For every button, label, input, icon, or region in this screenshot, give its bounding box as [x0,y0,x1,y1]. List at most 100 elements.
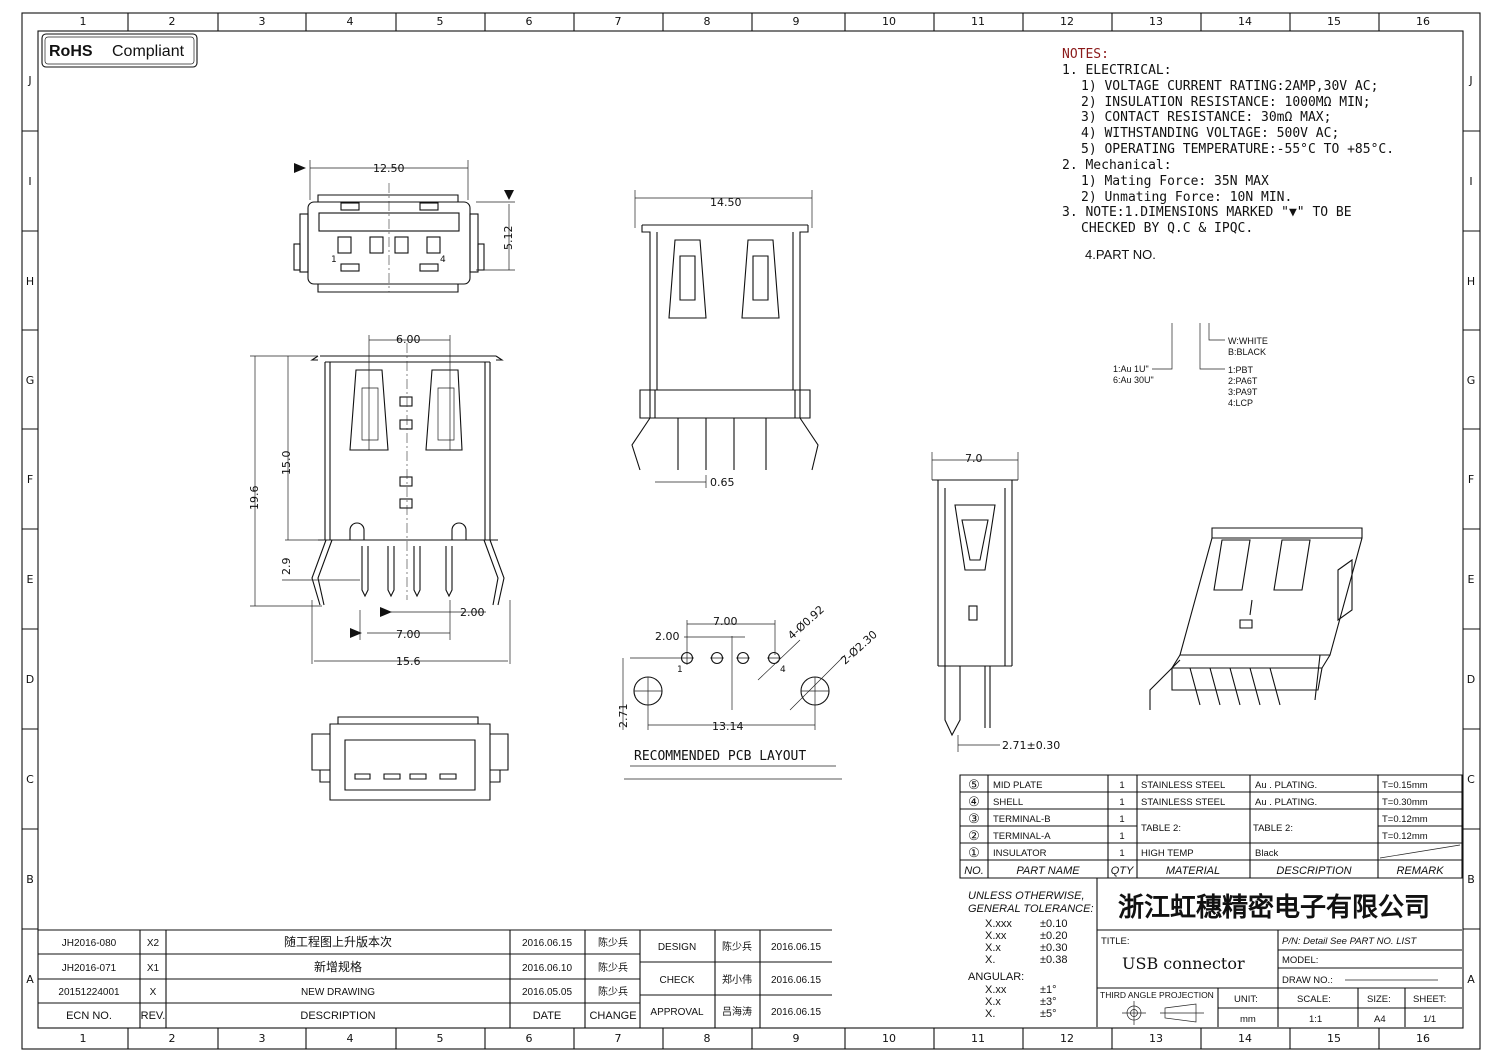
bom-header: MATERIAL [1166,865,1220,877]
tolerance-format: X. [985,954,995,966]
revision-date: 2016.06.15 [522,938,572,949]
dim-width: 7.0 [965,452,983,465]
pin-label: 4 [440,255,446,265]
tolerance-heading: GENERAL TOLERANCE: [968,903,1094,915]
material-option: 2:PA6T [1228,376,1258,386]
zone-column-label: 10 [882,1032,896,1045]
zone-grid: 1122334455667788991010111112121313141415… [22,13,1480,1049]
note-line: 1. ELECTRICAL: [1062,63,1172,78]
note-line: 3. NOTE:1.DIMENSIONS MARKED "▼" TO BE [1062,205,1352,220]
bom-item-number: ① [968,845,980,860]
note-line: CHECKED BY Q.C & IPQC. [1081,221,1253,236]
table-line [38,929,832,1004]
scale-label: SCALE: [1297,994,1331,1005]
zone-column-label: 8 [704,1032,711,1045]
zone-column-label: 9 [793,1032,800,1045]
dim-width: 12.50 [373,162,405,175]
size-value: A4 [1374,1014,1386,1025]
approval-name: 郑小伟 [722,973,752,986]
dim-width: 14.50 [710,196,742,209]
zone-column-label: 12 [1060,1032,1074,1045]
tolerance-value: ±1° [1040,984,1057,996]
rohs-bold: RoHS [49,43,93,60]
revision-ecn: JH2016-071 [62,963,117,974]
revision-date: 2016.05.05 [522,987,572,998]
pcb-layout: 7.00 2.00 4-Ø0.92 2-Ø2.30 2.71 13.14 1 4… [617,603,880,780]
zone-column-label: 3 [259,1032,266,1045]
zone-column-label: 2 [169,1032,176,1045]
draw-no-label: DRAW NO.: [1282,975,1333,986]
note-line: 4) WITHSTANDING VOLTAGE: 500V AC; [1081,126,1339,141]
note-line: 3) CONTACT RESISTANCE: 30mΩ MAX; [1081,110,1331,125]
bom-description: TABLE 2: [1253,823,1293,834]
tolerance-value: ±5° [1040,1008,1057,1020]
approval-role: DESIGN [658,942,696,953]
isometric-view [1149,527,1363,710]
note-line: 2) INSULATION RESISTANCE: 1000MΩ MIN; [1081,95,1371,110]
rear-view: 14.50 0.65 [631,190,819,489]
bom-header: QTY [1111,865,1134,877]
approval-name: 吕海涛 [722,1005,752,1018]
dim-body-height: 15.0 [280,451,293,476]
zone-column-label: 13 [1149,1032,1163,1045]
approval-date: 2016.06.15 [771,1007,821,1018]
zone-column-label: 6 [526,15,533,28]
company-name: 浙江虹穗精密电子有限公司 [1118,892,1430,923]
bom-part-name: TERMINAL-B [993,814,1051,825]
zone-column-label: 10 [882,15,896,28]
bom-material: HIGH TEMP [1141,848,1194,859]
zone-column-label: 16 [1416,1032,1430,1045]
tolerance-value: ±0.10 [1040,918,1067,930]
bom-qty: 1 [1119,797,1124,808]
bom-header: NO. [964,865,984,877]
zone-row-label: J [1468,74,1472,87]
sheet-value: 1/1 [1423,1014,1436,1025]
unit-value: mm [1240,1014,1256,1025]
zone-column-label: 13 [1149,15,1163,28]
rohs-logo: RoHS Compliant [41,33,198,68]
bom-remark: T=0.15mm [1382,780,1428,791]
revision-author: 陈少兵 [598,985,628,998]
tolerance-format: X.xxx [985,918,1012,930]
color-option: B:BLACK [1228,347,1266,357]
bom-header: REMARK [1396,865,1444,877]
dim-offset: 2.71±0.30 [1002,739,1060,752]
dim-pin-width: 0.65 [710,476,735,489]
zone-row-label: B [26,873,34,886]
zone-column-label: 7 [615,1032,622,1045]
note-line: 1) Mating Force: 35N MAX [1081,174,1269,189]
dim-hole-span: 13.14 [712,720,744,733]
revision-description: 新增规格 [314,959,362,974]
approval-date: 2016.06.15 [771,942,821,953]
zone-row-label: J [27,74,31,87]
bom-item-number: ④ [968,794,980,809]
dim-pin-pitch: 2.00 [655,630,680,643]
zone-column-label: 6 [526,1032,533,1045]
part-no-legend: 1:Au 1U" 6:Au 30U" W:WHITE B:BLACK 1:PBT… [1113,323,1268,408]
size-label: SIZE: [1367,994,1391,1005]
bom-remark: T=0.30mm [1382,797,1428,808]
scale-value: 1:1 [1309,1014,1322,1025]
remark-slash [1379,844,1461,859]
zone-row-label: C [1467,773,1475,786]
drawing-title: USB connector [1122,954,1245,973]
bom-material: STAINLESS STEEL [1141,780,1225,791]
tolerance-format: X.x [985,942,1001,954]
tolerance-format: X.x [985,996,1001,1008]
zone-column-label: 2 [169,15,176,28]
zone-column-label: 1 [80,1032,87,1045]
revision-header: REV. [141,1010,166,1022]
tolerance-value: ±0.20 [1040,930,1067,942]
bom-item-number: ② [968,828,980,843]
note-line: 2. Mechanical: [1062,158,1172,173]
zone-row-label: E [27,573,34,586]
material-option: 3:PA9T [1228,387,1258,397]
zone-column-label: 9 [793,15,800,28]
tolerance-format: X.xx [985,930,1007,942]
note-line: 1) VOLTAGE CURRENT RATING:2AMP,30V AC; [1081,79,1378,94]
bom-description: Au . PLATING. [1255,780,1317,791]
zone-row-label: D [1467,673,1475,686]
bom-qty: 1 [1119,814,1124,825]
